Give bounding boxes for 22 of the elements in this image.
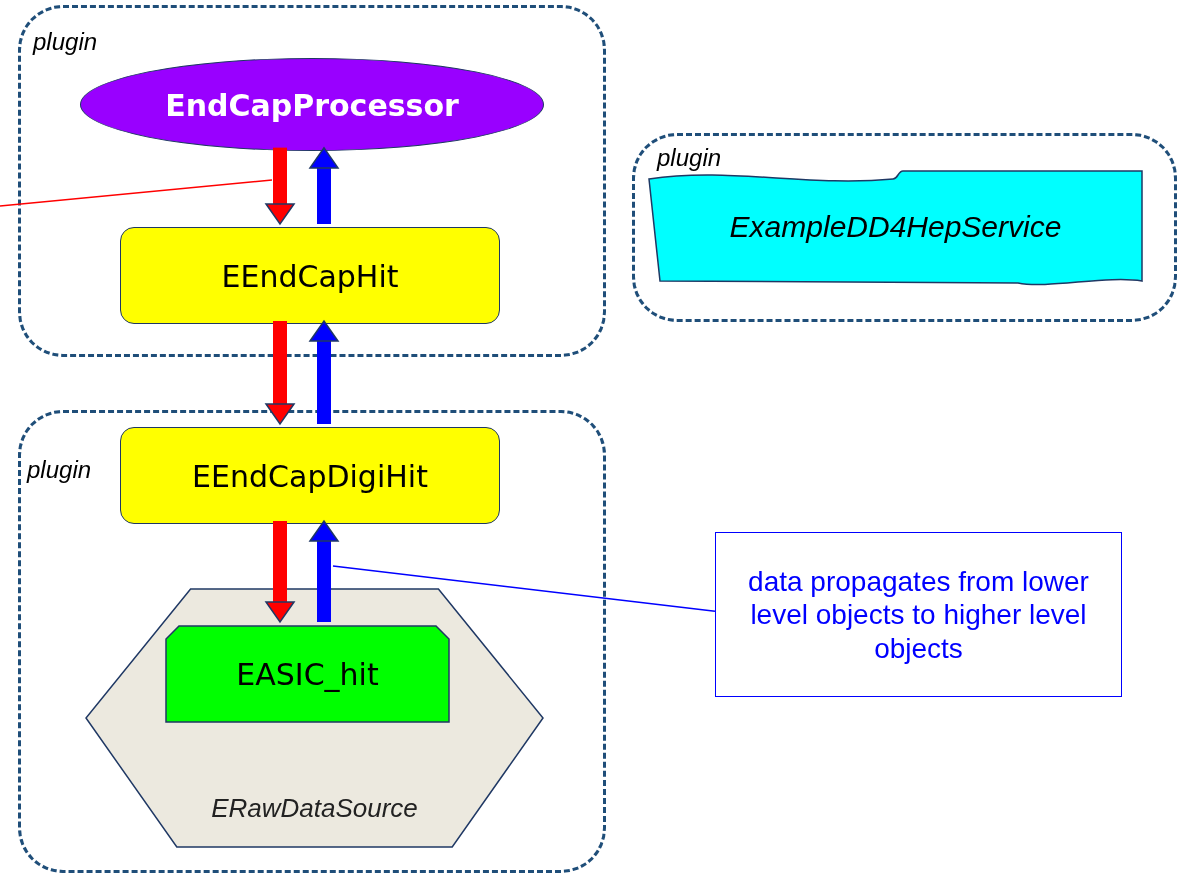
group-label: plugin (33, 28, 98, 56)
group-label: plugin (657, 144, 722, 172)
plugin-group-frame (632, 133, 1177, 322)
leader-line (332, 565, 716, 612)
block-arrow (309, 320, 339, 424)
data-box (120, 227, 500, 324)
node-label: EndCapProcessor (165, 87, 459, 122)
block-arrow (309, 520, 339, 622)
node-label: EEndCapDigiHit (192, 458, 428, 493)
plugin-group-frame (18, 410, 606, 873)
block-arrow (309, 147, 339, 224)
block-arrow (265, 321, 295, 425)
group-label: plugin (27, 456, 92, 484)
node-label: ExampleDD4HepService (729, 210, 1062, 244)
node-label: data propagates from lower level objects to higher level objects (747, 564, 1090, 665)
block-arrow (265, 521, 295, 623)
note-box (715, 532, 1122, 697)
data-box (120, 427, 500, 524)
node-label: EEndCapHit (221, 258, 399, 293)
plugin-group-frame (18, 5, 606, 357)
source-label: ERawDataSource (210, 793, 419, 824)
node-label: EASIC_hit (236, 656, 379, 692)
